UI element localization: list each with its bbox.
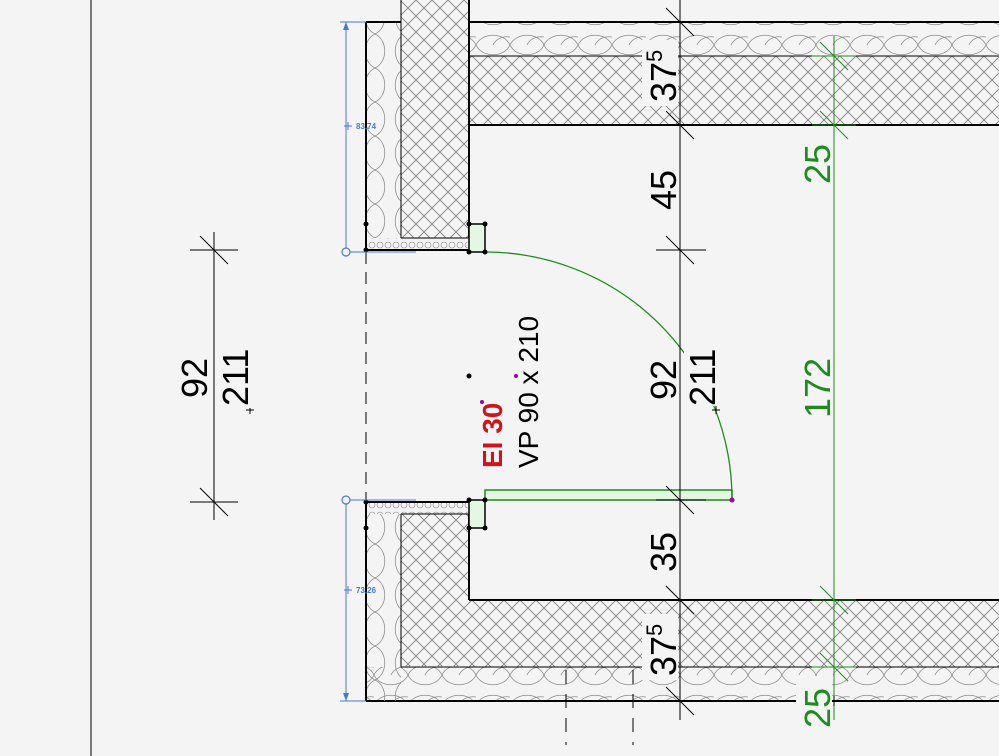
right-dim-bottom-wall[interactable]: 375 bbox=[642, 624, 684, 676]
lower-jamb-wall[interactable] bbox=[365, 501, 470, 701]
left-dim-height[interactable]: 211 bbox=[215, 349, 256, 406]
door-leaf[interactable] bbox=[484, 489, 733, 501]
right-dim-height[interactable]: 211 bbox=[682, 349, 723, 406]
right-dimension-chain[interactable] bbox=[656, 0, 720, 720]
right-dim-reveal-top[interactable]: 45 bbox=[643, 170, 684, 210]
upper-wall[interactable] bbox=[469, 21, 999, 126]
fire-rating-label[interactable]: EI 30 bbox=[477, 403, 508, 468]
left-dim-width[interactable]: 92 bbox=[174, 358, 215, 398]
door-frame-bottom[interactable] bbox=[468, 499, 486, 529]
green-dimension-chain[interactable] bbox=[812, 36, 856, 720]
blue-dim-upper-text: 83,74 bbox=[356, 122, 377, 131]
blue-dimension-lower[interactable] bbox=[340, 495, 416, 702]
upper-jamb-wall[interactable] bbox=[365, 0, 470, 251]
right-dim-width[interactable]: 92 bbox=[643, 360, 684, 400]
door-swing-arc bbox=[484, 251, 733, 501]
door-frame-top[interactable] bbox=[468, 223, 486, 253]
blue-dimension-upper[interactable] bbox=[340, 21, 416, 257]
green-dim-middle[interactable]: 172 bbox=[797, 358, 838, 418]
lower-wall[interactable] bbox=[366, 599, 999, 702]
door[interactable] bbox=[363, 221, 735, 531]
right-dim-reveal-bottom[interactable]: 35 bbox=[643, 532, 684, 572]
blue-dim-lower-text: 73,26 bbox=[356, 586, 377, 595]
green-dim-top[interactable]: 25 bbox=[797, 144, 838, 184]
right-dim-top-wall[interactable]: 375 bbox=[642, 50, 684, 102]
green-dim-bottom[interactable]: 25 bbox=[797, 688, 838, 728]
door-type-label[interactable]: VP 90 x 210 bbox=[513, 316, 544, 468]
